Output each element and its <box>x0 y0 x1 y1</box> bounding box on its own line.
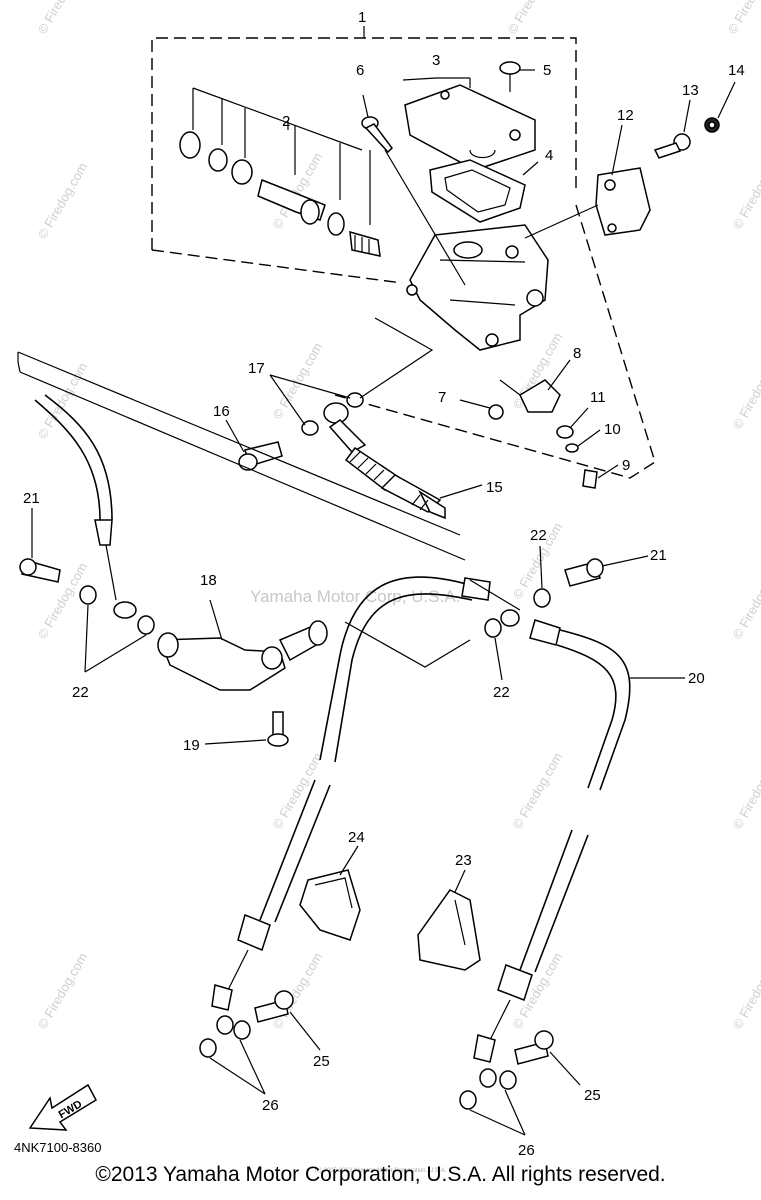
part-label-24: 24 <box>348 829 365 846</box>
part-label-14: 14 <box>728 62 745 79</box>
part-label-16: 16 <box>213 403 230 420</box>
watermark: © Firedog.com <box>725 0 761 37</box>
part-label-2: 2 <box>282 113 290 130</box>
part-label-3: 3 <box>432 52 440 69</box>
watermark: © Firedog.com <box>730 950 761 1032</box>
watermarks: © Firedog.com © Firedog.com © Firedog.co… <box>35 0 761 1032</box>
copper-washers <box>301 317 434 436</box>
part-label-25-left: 25 <box>313 1053 330 1070</box>
part-label-9: 9 <box>622 457 630 474</box>
part-label-12: 12 <box>617 107 634 124</box>
hose-clamp-lower <box>417 889 481 971</box>
washers-right <box>484 588 551 638</box>
handlebar-holder <box>524 167 651 239</box>
part-label-15: 15 <box>486 479 503 496</box>
forward-arrow-icon: FWD <box>28 1083 97 1131</box>
master-cylinder-body <box>406 224 549 351</box>
part-label-19: 19 <box>183 737 200 754</box>
part-label-26-left: 26 <box>262 1097 279 1114</box>
diaphragm <box>429 159 526 223</box>
watermark: © Firedog.com <box>35 0 91 37</box>
part-label-1: 1 <box>358 9 366 26</box>
clamp-bolt-left <box>254 990 294 1023</box>
watermark: © Firedog.com <box>730 350 761 432</box>
joint-bolt <box>267 711 289 747</box>
watermark: © Firedog.com <box>730 150 761 232</box>
watermark: © Firedog.com <box>730 560 761 642</box>
reservoir-cap <box>404 84 536 171</box>
copyright-notice: ©2013 Yamaha Motor Corporation, U.S.A. A… <box>95 1163 666 1186</box>
part-label-17: 17 <box>248 360 265 377</box>
master-cylinder-assembly-outline <box>151 26 656 479</box>
watermark: © Firedog.com <box>270 340 326 422</box>
lower-brake-hose-left <box>199 779 331 1058</box>
lower-brake-hose-right <box>459 829 589 1110</box>
part-label-26-right: 26 <box>518 1142 535 1159</box>
watermark: © Firedog.com <box>35 950 91 1032</box>
part-label-5: 5 <box>543 62 551 79</box>
part-label-7: 7 <box>438 389 446 406</box>
front-brake-hose-loop <box>319 576 631 791</box>
part-label-21-right: 21 <box>650 547 667 564</box>
part-label-13: 13 <box>682 82 699 99</box>
part-label-10: 10 <box>604 421 621 438</box>
part-label-23: 23 <box>455 852 472 869</box>
part-label-8: 8 <box>573 345 581 362</box>
part-label-11: 11 <box>590 389 606 406</box>
part-label-4: 4 <box>545 147 553 164</box>
part-label-6: 6 <box>356 62 364 79</box>
watermark: © Firedog.com <box>730 750 761 832</box>
watermark: © Firedog.com <box>270 950 326 1032</box>
watermark: © Firedog.com <box>35 160 91 242</box>
piston-kit <box>179 87 381 257</box>
front-brake-hose-left <box>17 351 466 619</box>
watermark: © Firedog.com <box>505 0 561 37</box>
part-label-20: 20 <box>688 670 705 687</box>
clamp-bolt-right <box>514 1030 554 1065</box>
part-label-22-right-lower: 22 <box>493 684 510 701</box>
part-label-25-right: 25 <box>584 1087 601 1104</box>
brake-hose-joint <box>157 620 471 691</box>
diagram-code: 4NK7100-8360 <box>14 1140 101 1155</box>
part-label-21-left: 21 <box>23 490 40 507</box>
part-label-18: 18 <box>200 572 217 589</box>
union-bolt-left <box>19 558 61 583</box>
part-labels: 1 2 3 4 5 6 7 8 9 10 11 12 13 14 15 16 1… <box>23 9 745 1159</box>
upper-brake-hose <box>323 402 446 520</box>
holder-nut <box>704 117 720 133</box>
holder-bolt <box>653 133 691 159</box>
watermark: © Firedog.com <box>510 750 566 832</box>
part-label-22-right-upper: 22 <box>530 527 547 544</box>
part-label-22-left: 22 <box>72 684 89 701</box>
bleed-screw <box>361 116 466 286</box>
washers-left <box>79 585 155 635</box>
cap-screw <box>499 61 521 92</box>
switch-screw <box>488 404 504 420</box>
switch-washer <box>556 425 598 489</box>
leader-lines <box>31 69 736 1136</box>
union-bolt-right <box>564 558 604 587</box>
center-watermark: Yamaha Motor Corp, U.S.A. <box>250 587 460 606</box>
fine-print: (c) 2005-2013 Yamaha Motor Corporation, … <box>314 1168 447 1174</box>
hose-clamp-upper <box>299 869 361 941</box>
